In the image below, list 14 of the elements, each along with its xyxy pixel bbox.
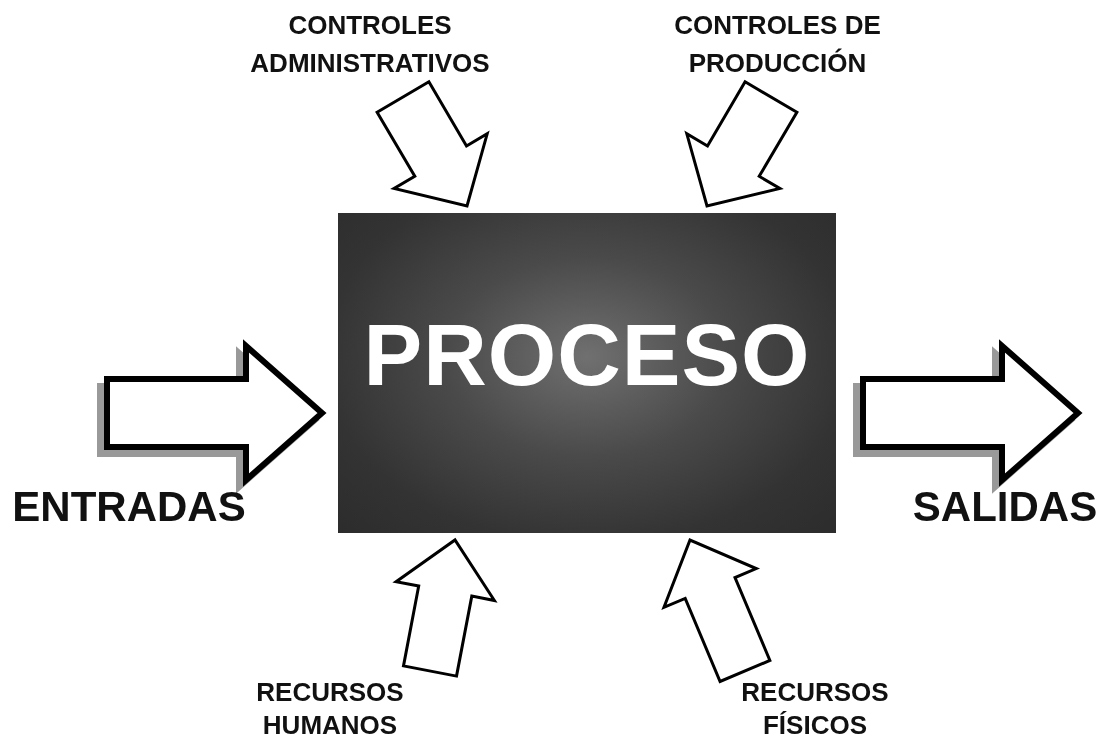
arrow-label: ENTRADAS [12,482,246,532]
block-arrow [853,339,1083,494]
arrow-label: SALIDAS [912,482,1098,532]
arrow-label: CONTROLES DE PRODUCCIÓN [673,9,882,80]
process-box [338,213,836,533]
block-arrow [375,79,490,208]
block-arrow [97,339,327,494]
arrow-label: RECURSOS FÍSICOS [740,676,890,742]
block-arrow [392,537,498,678]
arrow-label: RECURSOS HUMANOS [255,676,405,742]
arrow-label: CONTROLES ADMINISTRATIVOS [249,9,491,80]
process-title: PROCESO [363,304,811,406]
block-arrow [661,538,772,684]
block-arrow [684,79,799,208]
